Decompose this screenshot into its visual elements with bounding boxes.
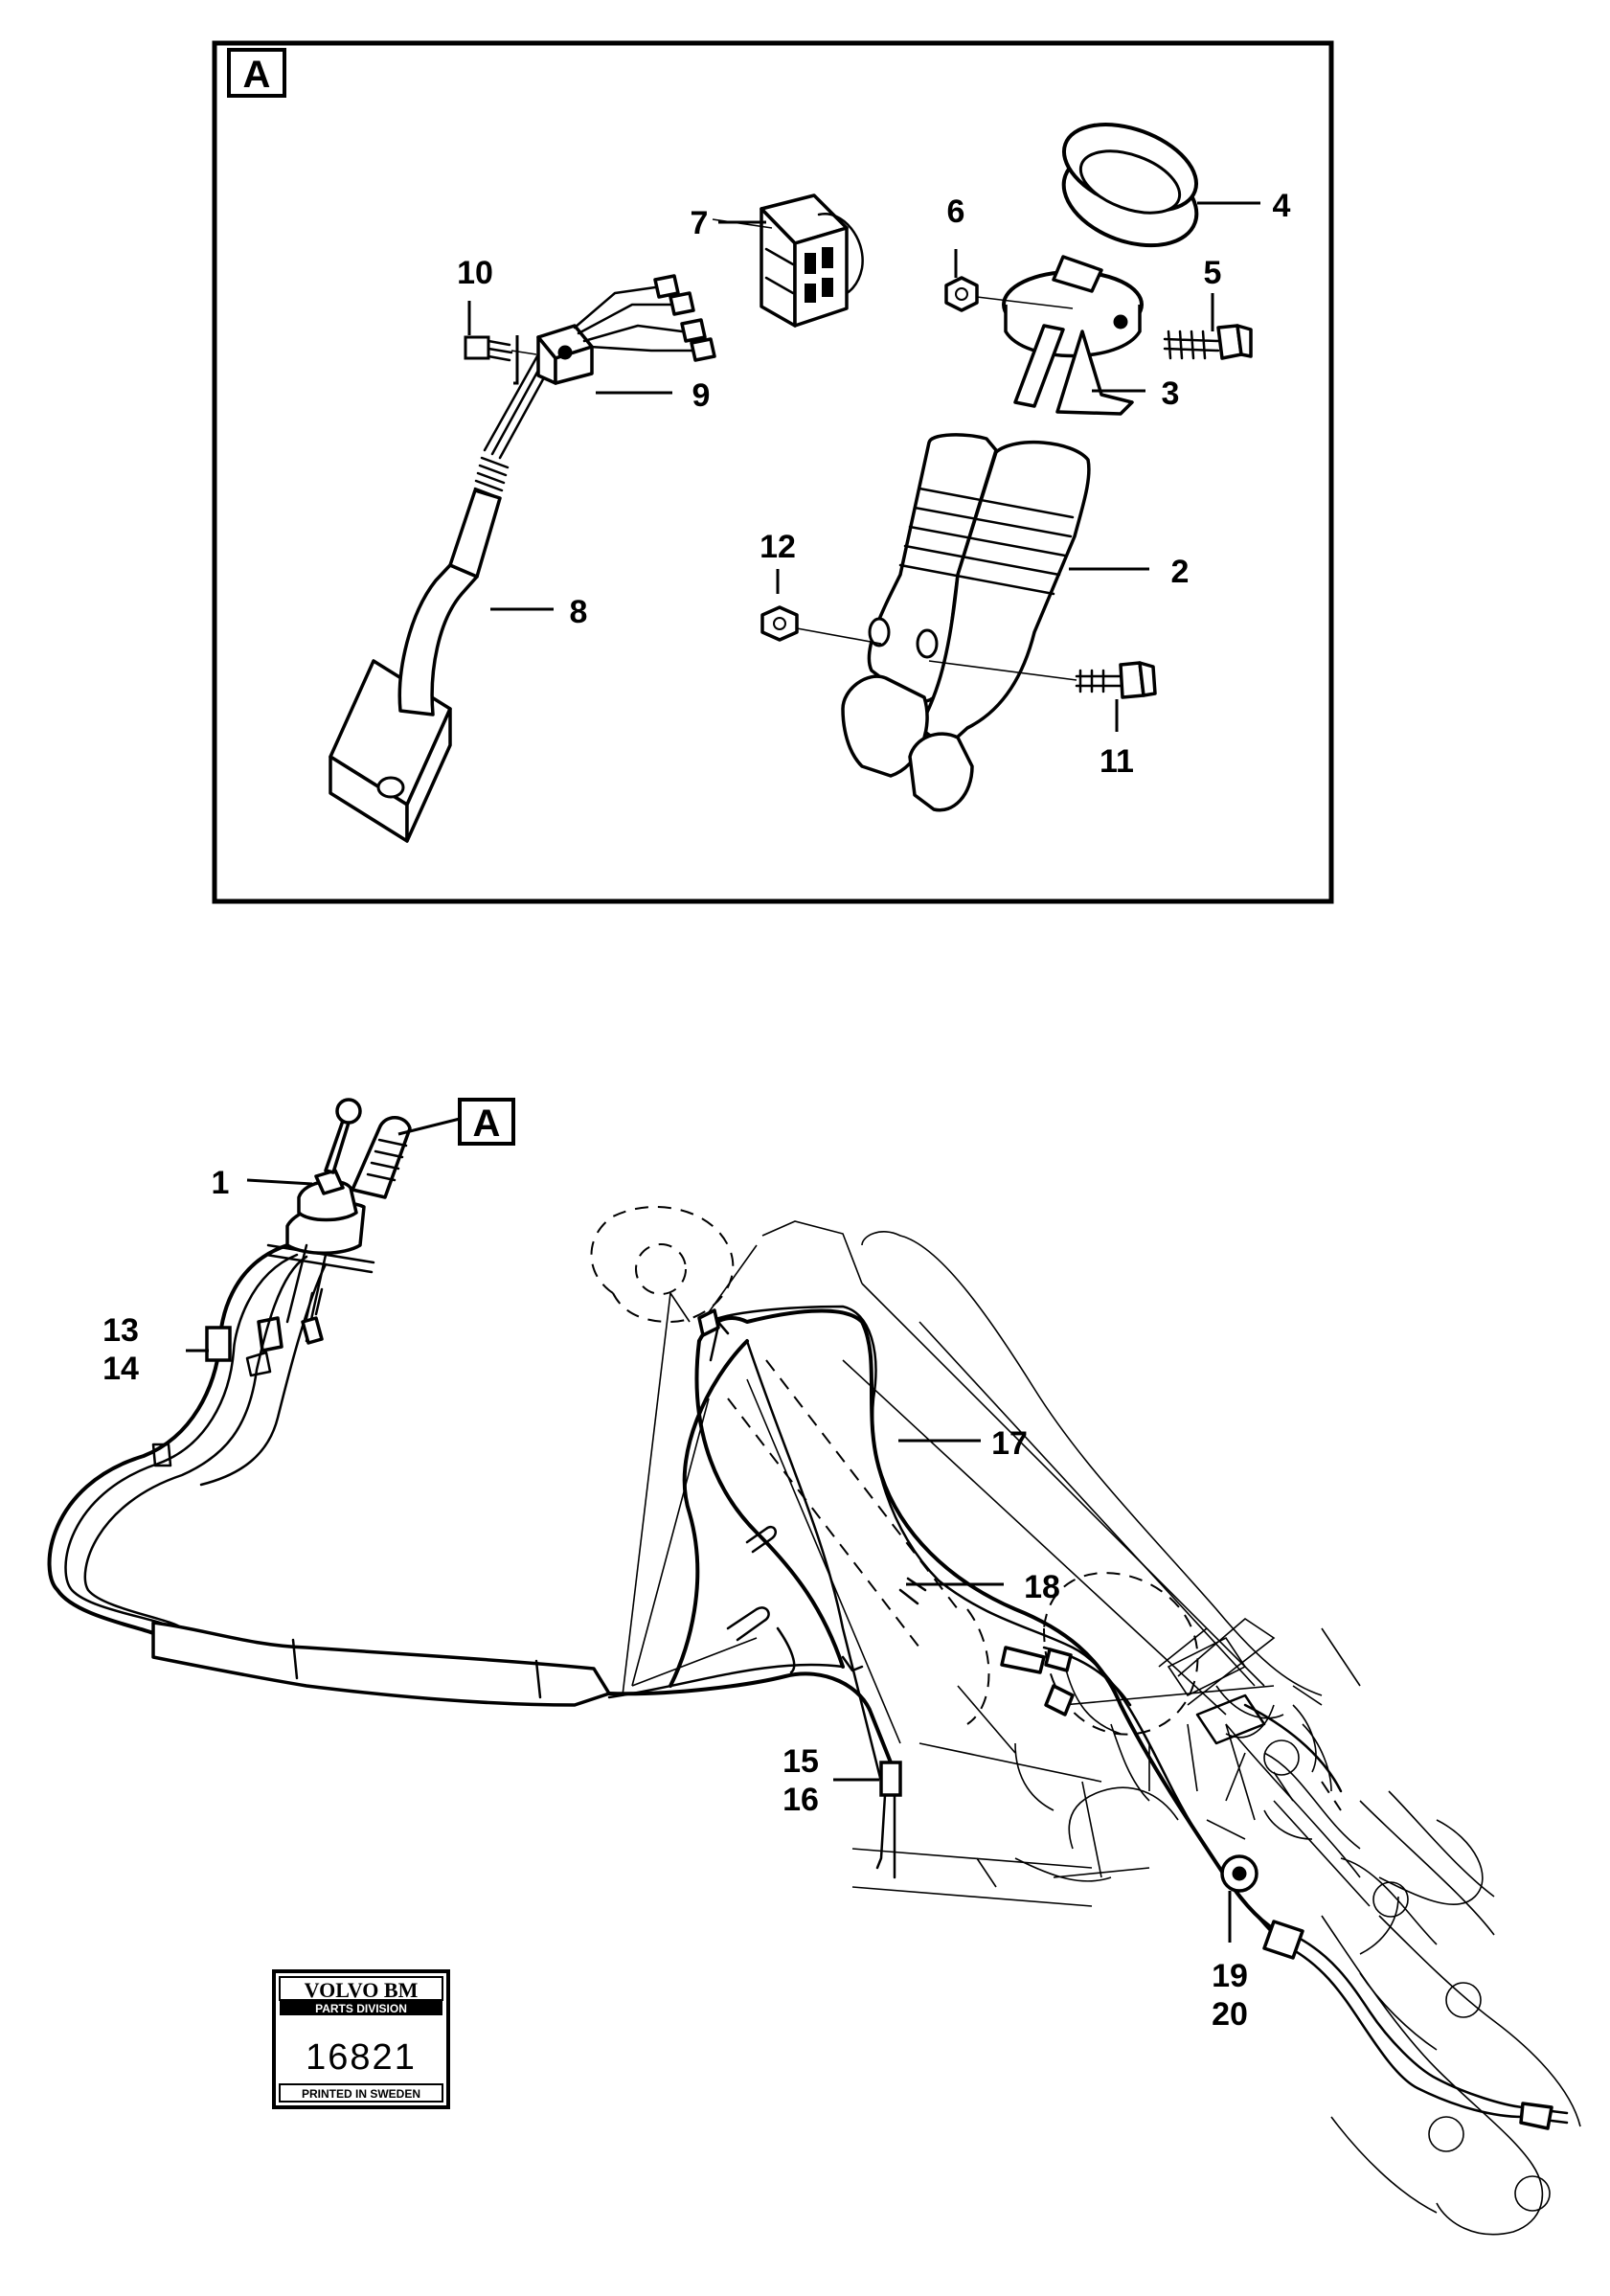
detail-view-a: A <box>212 40 1334 904</box>
boom-structure <box>622 1220 1581 2236</box>
screw-part-10 <box>464 335 513 362</box>
stamp-number: 16821 <box>306 2037 417 2078</box>
callout-8: 8 <box>570 594 588 630</box>
cable-harness <box>47 1243 1569 2130</box>
stamp-printed: PRINTED IN SWEDEN <box>302 2087 420 2101</box>
callout-12: 12 <box>760 529 796 565</box>
callout-19: 19 <box>1212 1958 1248 1994</box>
boot-part-2 <box>841 433 1091 812</box>
detail-frame <box>212 40 1334 904</box>
callout-2: 2 <box>1171 554 1190 590</box>
callout-5: 5 <box>1204 255 1222 291</box>
hidden-outlines <box>590 1206 1342 1811</box>
bolt-part-5 <box>1163 324 1253 360</box>
callout-17: 17 <box>991 1425 1028 1462</box>
callout-20: 20 <box>1212 1996 1248 2033</box>
callout-3: 3 <box>1162 375 1180 412</box>
callout-16: 16 <box>782 1782 819 1818</box>
callout-4: 4 <box>1273 188 1291 224</box>
leader-lines <box>186 201 1260 1943</box>
detail-view-label: A <box>243 54 271 96</box>
callout-10: 10 <box>457 255 493 291</box>
nut-part-6 <box>944 276 979 312</box>
callout-1: 1 <box>212 1165 230 1201</box>
callout-14: 14 <box>102 1351 139 1387</box>
callout-7: 7 <box>691 205 709 241</box>
detail-reference-box <box>458 1098 515 1146</box>
callout-6: 6 <box>947 193 965 230</box>
parts-stamp: VOLVO BM PARTS DIVISION 16821 PRINTED IN… <box>272 1969 450 2109</box>
nut-part-12 <box>760 605 799 642</box>
lever-part-8 <box>329 352 556 843</box>
callout-11: 11 <box>1100 743 1134 780</box>
callout-15: 15 <box>782 1743 819 1780</box>
callout-13: 13 <box>102 1312 139 1349</box>
detail-view-label-box <box>227 48 286 98</box>
callout-labels: 4 5 3 6 7 10 9 8 12 2 11 1 13 14 15 16 1… <box>102 188 1290 2033</box>
main-assembly: A <box>47 1098 1581 2236</box>
detail-reference-label: A <box>473 1103 501 1145</box>
stamp-division: PARTS DIVISION <box>315 2002 407 2015</box>
bracket-part-3 <box>1002 255 1144 416</box>
switch-part-7 <box>760 193 864 328</box>
joystick-part-1 <box>245 1098 412 1377</box>
callout-18: 18 <box>1024 1569 1060 1605</box>
bolt-part-11 <box>1075 661 1157 699</box>
stamp-brand: VOLVO BM <box>305 1978 419 2002</box>
connector-part-9 <box>536 274 716 385</box>
callout-9: 9 <box>692 377 711 414</box>
ring-part-4 <box>1061 123 1199 248</box>
